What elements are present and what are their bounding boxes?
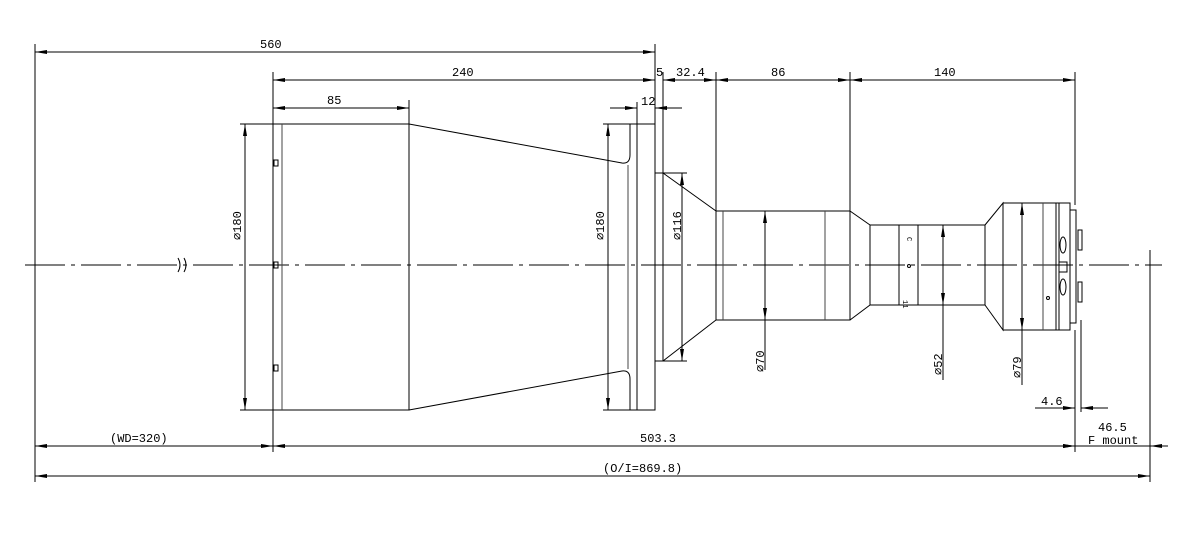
dim-flange-diameter: ∅180 [594,211,608,240]
dim-working-distance: (WD=320) [110,432,168,446]
dim-lens-length: 240 [452,66,474,80]
front-cylinder [272,123,410,411]
flange [636,123,656,411]
dim-mount-offset: 4.6 [1041,395,1063,409]
ring-marking-top: C [904,237,912,241]
dim-lens-total: 503.3 [640,432,676,446]
dim-front-diameter: ∅180 [231,211,245,240]
lens-body: C 11 [272,123,1083,411]
dim-flange-gap: 5 [656,66,663,80]
screw-mid [273,261,279,269]
dim-focus-ring-diameter: ∅52 [932,353,946,375]
dim-barrel-diameter: ∅70 [754,350,768,372]
front-cone [408,123,631,411]
dim-cone-section: 32.4 [676,66,705,80]
dim-barrel-section: 86 [771,66,785,80]
dim-flange-back: 46.5 [1098,421,1127,435]
dim-front-cylinder: 85 [327,94,341,108]
mount-tab-top [1077,229,1083,251]
mount-type-label: F mount [1088,434,1138,448]
dim-flange-width: 12 [641,95,655,109]
flange-step [654,172,664,362]
axis-break-symbol [177,257,187,273]
dim-rear-section: 140 [934,66,956,80]
f-mount [1069,209,1077,324]
rear-body [1002,202,1071,331]
screw-bottom [273,364,279,372]
dim-overall-length: 560 [260,38,282,52]
rear-taper [984,201,1004,332]
dim-rear-diameter: ∅79 [1011,356,1025,378]
rear-cone [662,172,717,362]
focus-ring-section [869,224,986,306]
mount-tab-bottom [1077,281,1083,303]
extension-lines [34,44,1151,482]
screw-top [273,159,279,167]
dim-cone-diameter: ∅116 [671,211,685,240]
barrel [715,210,851,321]
ring-marking-bottom: 11 [900,300,908,308]
dim-object-to-image: (O/I=869.8) [603,462,682,476]
